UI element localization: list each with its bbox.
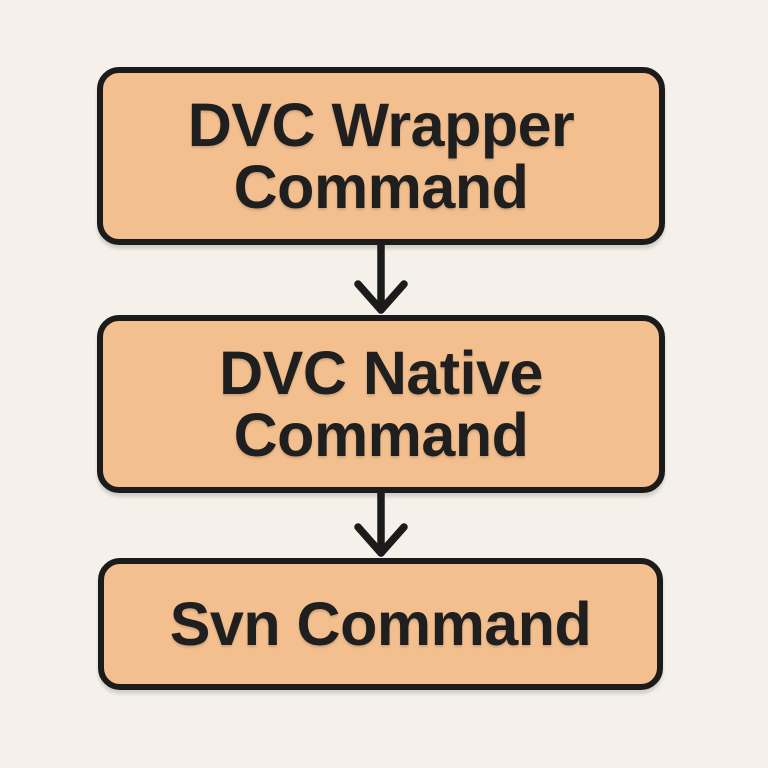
node-svn-command: Svn Command xyxy=(98,558,663,690)
node-dvc-native-command: DVC Native Command xyxy=(97,315,665,493)
node-dvc-native-command-label: DVC Native Command xyxy=(219,338,543,469)
node-dvc-wrapper-command: DVC Wrapper Command xyxy=(97,67,665,245)
node-svn-command-label: Svn Command xyxy=(169,589,592,658)
arrow-down-icon xyxy=(354,493,408,557)
node-dvc-wrapper-command-label: DVC Wrapper Command xyxy=(187,90,575,221)
arrow-down-icon xyxy=(354,245,408,314)
